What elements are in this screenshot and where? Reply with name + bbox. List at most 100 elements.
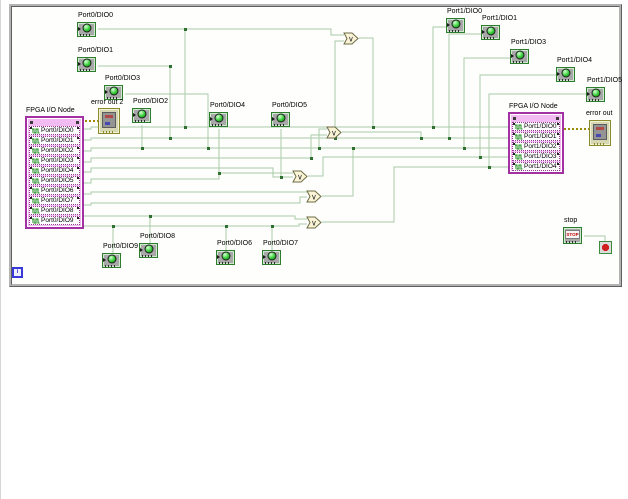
led-icon (515, 50, 524, 60)
io-row-label: Port1/DIO1 (524, 133, 557, 140)
digital-waveform-icon (515, 144, 523, 149)
error-out-2-label: error out 2 (91, 99, 124, 106)
terminal-port1-dio0[interactable] (446, 18, 465, 33)
io-row-label: Port0/DIO9 (41, 217, 74, 224)
led-icon (107, 254, 116, 264)
svg-text:∨: ∨ (311, 219, 317, 228)
io-row[interactable]: Port0/DIO9 (29, 216, 80, 225)
terminal-port0-dio3[interactable] (104, 85, 123, 100)
or-gate[interactable]: ∨ (306, 216, 322, 229)
led-icon (267, 251, 276, 261)
digital-waveform-icon (32, 128, 40, 133)
loop-condition-terminal[interactable] (599, 241, 612, 254)
io-row-label: Port0/DIO4 (41, 167, 74, 174)
io-row[interactable]: Port1/DIO0 (512, 122, 560, 131)
right-node-title: FPGA I/O Node (509, 103, 558, 110)
terminal-port0-dio9[interactable] (102, 253, 121, 268)
terminal-port0-dio4[interactable] (209, 112, 228, 127)
io-row[interactable]: Port0/DIO7 (29, 196, 80, 205)
fpga-io-node-right[interactable]: Port1/DIO0 Port1/DIO1 Port1/DIO2 Port1/D… (508, 112, 564, 174)
terminal-port0-dio5[interactable] (271, 112, 290, 127)
terminal-label: Port0/DIO1 (78, 47, 114, 54)
io-row[interactable]: Port0/DIO3 (29, 156, 80, 165)
terminal-label: Port1/DIO0 (447, 8, 483, 15)
digital-waveform-icon (32, 198, 40, 203)
terminal-label: Port1/DIO1 (482, 15, 518, 22)
error-cluster-icon (593, 124, 607, 140)
terminal-label: Port0/DIO8 (140, 233, 176, 240)
terminal-port1-dio5[interactable] (586, 87, 605, 102)
terminal-label: Port0/DIO4 (210, 102, 246, 109)
terminal-label: Port0/DIO7 (263, 240, 299, 247)
terminal-port0-dio6[interactable] (216, 250, 235, 265)
io-row[interactable]: Port0/DIO0 (29, 126, 80, 135)
stop-label: stop (564, 217, 578, 224)
digital-waveform-icon (32, 148, 40, 153)
io-row[interactable]: Port0/DIO4 (29, 166, 80, 175)
fpga-io-node-left[interactable]: Port0/DIO0 Port0/DIO1 Port0/DIO2 Port0/D… (25, 116, 84, 229)
io-row-label: Port1/DIO0 (524, 123, 557, 130)
io-row-label: Port1/DIO4 (524, 163, 557, 170)
io-row-label: Port0/DIO6 (41, 187, 74, 194)
terminal-port1-dio4[interactable] (556, 67, 575, 82)
terminal-port0-dio2[interactable] (132, 108, 151, 123)
terminal-label: Port0/DIO6 (217, 240, 253, 247)
svg-text:∨: ∨ (331, 129, 337, 138)
io-row[interactable]: Port0/DIO2 (29, 146, 80, 155)
digital-waveform-icon (32, 178, 40, 183)
or-gate[interactable]: ∨ (343, 32, 359, 45)
stop-button-terminal[interactable]: STOP (563, 227, 582, 244)
io-row-label: Port0/DIO5 (41, 177, 74, 184)
io-row[interactable]: Port1/DIO3 (512, 152, 560, 161)
led-icon (144, 244, 153, 254)
digital-waveform-icon (32, 208, 40, 213)
terminal-port0-dio8[interactable] (139, 243, 158, 258)
io-row[interactable]: Port0/DIO5 (29, 176, 80, 185)
io-row[interactable]: Port0/DIO6 (29, 186, 80, 195)
terminal-label: Port0/DIO0 (78, 12, 114, 19)
terminal-port0-dio0[interactable] (77, 22, 96, 37)
node-header (30, 119, 79, 125)
stop-button[interactable]: STOP (565, 230, 580, 239)
terminal-port1-dio3[interactable] (510, 49, 529, 64)
digital-waveform-icon (515, 124, 523, 129)
terminal-port0-dio1[interactable] (77, 57, 96, 72)
led-icon (276, 113, 285, 123)
loop-iteration-terminal[interactable]: i (12, 267, 23, 278)
svg-text:∨: ∨ (348, 35, 354, 44)
digital-waveform-icon (32, 188, 40, 193)
io-row[interactable]: Port1/DIO1 (512, 132, 560, 141)
io-row[interactable]: Port1/DIO2 (512, 142, 560, 151)
terminal-pins (103, 131, 113, 133)
io-row[interactable]: Port0/DIO1 (29, 136, 80, 145)
led-icon (82, 58, 91, 68)
led-icon (591, 88, 600, 98)
or-gate[interactable]: ∨ (292, 170, 308, 183)
or-gate[interactable]: ∨ (326, 126, 342, 139)
svg-text:∨: ∨ (311, 193, 317, 202)
io-row[interactable]: Port0/DIO8 (29, 206, 80, 215)
io-row-label: Port0/DIO0 (41, 127, 74, 134)
terminal-label: Port0/DIO5 (272, 102, 308, 109)
io-row-label: Port0/DIO3 (41, 157, 74, 164)
led-icon (221, 251, 230, 261)
terminal-port0-dio7[interactable] (262, 250, 281, 265)
or-gate[interactable]: ∨ (306, 190, 322, 203)
digital-waveform-icon (32, 168, 40, 173)
io-row[interactable]: Port1/DIO4 (512, 162, 560, 171)
terminal-pins (594, 143, 604, 145)
error-out-terminal[interactable] (589, 120, 611, 146)
error-cluster-icon (102, 112, 116, 128)
io-row-label: Port1/DIO3 (524, 153, 557, 160)
led-icon (82, 23, 91, 33)
node-header (513, 115, 559, 121)
svg-text:∨: ∨ (297, 173, 303, 182)
led-icon (486, 26, 495, 36)
terminal-port1-dio1[interactable] (481, 25, 500, 40)
error-out-2-terminal[interactable] (98, 108, 120, 134)
stop-sign-icon (602, 244, 609, 251)
terminal-label: Port0/DIO3 (105, 75, 141, 82)
io-row-label: Port0/DIO7 (41, 197, 74, 204)
left-node-title: FPGA I/O Node (26, 107, 75, 114)
